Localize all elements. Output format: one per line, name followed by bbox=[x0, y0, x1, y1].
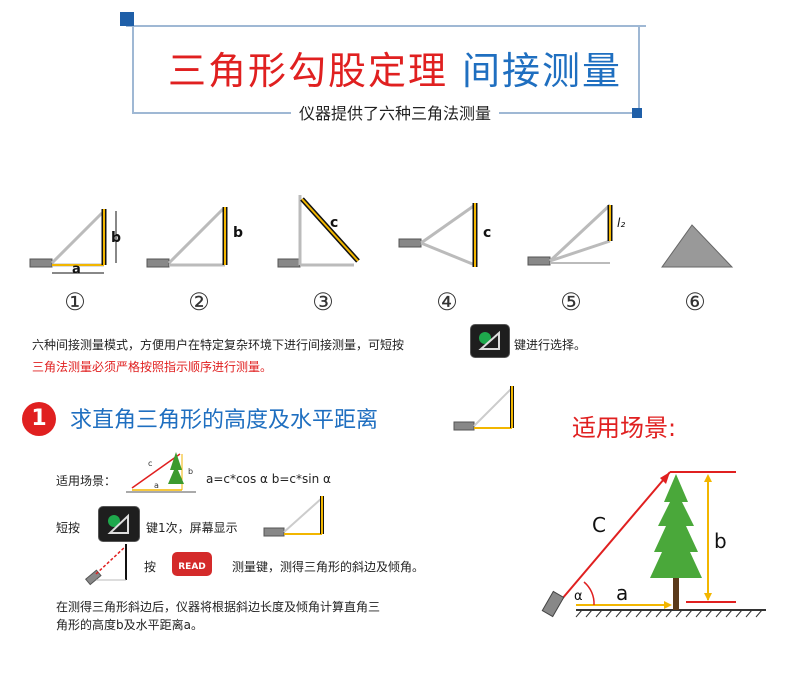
subtitle: 仪器提供了六种三角法测量 bbox=[0, 100, 790, 124]
header-corner-top-left bbox=[120, 12, 134, 26]
figure-6 bbox=[661, 224, 734, 268]
step2-after-text: 测量键，测得三角形的斜边及倾角。 bbox=[232, 560, 425, 574]
formula-text: a=c*cos α b=c*sin α bbox=[206, 472, 331, 486]
fig4-c-label: c bbox=[483, 225, 491, 241]
title-red: 三角形勾股定理 bbox=[167, 49, 448, 93]
fig1-b-label: b bbox=[111, 230, 121, 246]
header-corner-bottom-right bbox=[632, 108, 642, 118]
description-line1-before: 六种间接测量模式，方便用户在特定复杂环境下进行间接测量，可短按 bbox=[32, 338, 405, 352]
triangle-mode-icon bbox=[478, 330, 500, 350]
scene-title: 适用场景: bbox=[572, 414, 677, 442]
note-line2: 角形的高度b及水平距离a。 bbox=[56, 618, 203, 632]
step2-diagram bbox=[85, 544, 127, 586]
step1-mode-key[interactable] bbox=[98, 506, 140, 542]
figure-4: c bbox=[398, 203, 491, 267]
mode-key-icon[interactable] bbox=[470, 324, 510, 358]
c-label: C bbox=[592, 513, 606, 537]
note-line1: 在测得三角形斜边后，仪器将根据斜边长度及倾角计算直角三 bbox=[56, 600, 381, 614]
fig2-b-label: b bbox=[233, 225, 243, 241]
step-scene-label: 适用场景： bbox=[56, 474, 117, 488]
figure-1: b a bbox=[29, 209, 121, 275]
section-mode-icon bbox=[453, 386, 514, 431]
figure-3-number: ③ bbox=[312, 288, 334, 316]
description-line2: 三角法测量必须严格按照指示顺序进行测量。 bbox=[32, 360, 273, 374]
header-frame-top bbox=[126, 25, 646, 27]
subtitle-text: 仪器提供了六种三角法测量 bbox=[290, 104, 499, 123]
b-label: b bbox=[714, 529, 727, 553]
triangle-mode-icon bbox=[107, 513, 129, 534]
step1-screen-icon bbox=[263, 496, 324, 537]
figure-3: c bbox=[277, 195, 360, 268]
figure-4-number: ④ bbox=[436, 288, 458, 316]
section-title: 求直角三角形的高度及水平距离 bbox=[70, 408, 379, 433]
alpha-label: α bbox=[574, 589, 583, 604]
header-frame-right bbox=[638, 25, 640, 115]
step1-label: 短按 bbox=[56, 521, 81, 535]
figure-2: b bbox=[146, 207, 243, 268]
section-number-badge: 1 bbox=[22, 402, 56, 436]
figure-2-number: ② bbox=[188, 288, 210, 316]
mini-a-label: a bbox=[154, 481, 159, 490]
title-blue: 间接测量 bbox=[462, 49, 623, 93]
step2-label: 按 bbox=[144, 560, 157, 574]
header-frame-left bbox=[132, 25, 134, 113]
step1-after-text: 键1次，屏幕显示 bbox=[146, 521, 238, 535]
fig1-a-label: a bbox=[72, 262, 81, 275]
description-line1: 六种间接测量模式，方便用户在特定复杂环境下进行间接测量，可短按 bbox=[32, 336, 404, 353]
description-line1-after: 键进行选择。 bbox=[514, 338, 587, 352]
fig5-l-label: l₂ bbox=[617, 216, 625, 230]
read-button[interactable]: READ bbox=[172, 552, 212, 576]
figure-6-number: ⑥ bbox=[684, 288, 706, 316]
page-title: 三角形勾股定理 间接测量 bbox=[0, 40, 790, 95]
a-label: a bbox=[616, 581, 628, 605]
mini-c-label: c bbox=[148, 459, 152, 468]
scene-diagram: α C b a bbox=[541, 471, 766, 618]
figure-1-number: ① bbox=[64, 288, 86, 316]
figure-5-number: ⑤ bbox=[560, 288, 582, 316]
fig3-c-label: c bbox=[330, 215, 338, 231]
mini-scene-diagram: c a b bbox=[126, 452, 196, 493]
figure-5: l₂ bbox=[527, 203, 625, 266]
mini-b-label: b bbox=[188, 467, 193, 476]
